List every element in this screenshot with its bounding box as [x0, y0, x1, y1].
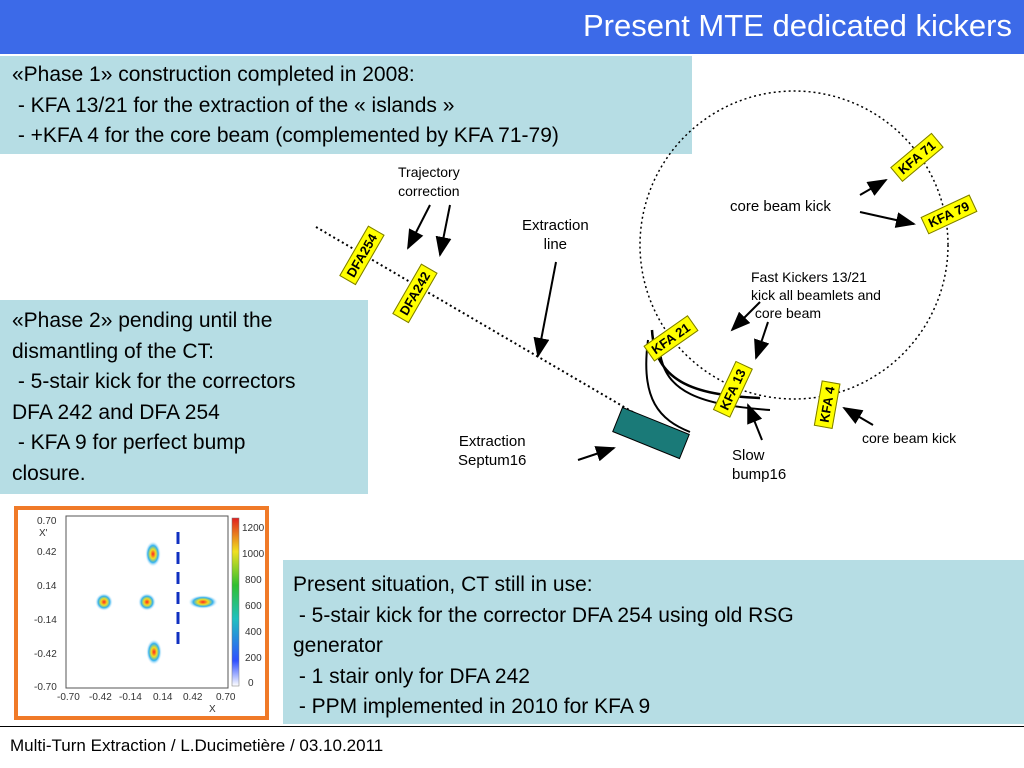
- phase2-line: closure.: [12, 461, 86, 485]
- x-tick: -0.70: [57, 692, 80, 703]
- colorbar-tick: 600: [245, 601, 262, 612]
- extraction-septum-label: Extraction Septum16: [458, 433, 527, 469]
- phase2-line: DFA 242 and DFA 254: [12, 400, 220, 424]
- phase1-line: «Phase 1» construction completed in 2008…: [12, 63, 415, 86]
- beam-trajectory-curve: [645, 339, 691, 433]
- present-line: - 1 stair only for DFA 242: [293, 664, 530, 688]
- arrow: [730, 301, 761, 332]
- phase1-line: - +KFA 4 for the core beam (complemented…: [12, 124, 559, 147]
- colorbar-tick: 400: [245, 627, 262, 638]
- y-axis-label: X': [39, 528, 48, 539]
- beamlet-left: [95, 593, 113, 611]
- slow-bump-label: Slow bump16: [732, 447, 787, 483]
- x-tick: -0.14: [119, 692, 142, 703]
- beamlet-right: [188, 595, 218, 609]
- footer-divider: [0, 726, 1024, 727]
- y-tick: 0.70: [37, 516, 57, 527]
- x-tick: 0.14: [153, 692, 173, 703]
- title-bar: Present MTE dedicated kickers: [0, 0, 1024, 54]
- phase1-box: «Phase 1» construction completed in 2008…: [0, 56, 692, 154]
- colorbar-tick: 800: [245, 575, 262, 586]
- core-beam: [138, 593, 156, 611]
- arrow: [577, 446, 616, 462]
- x-tick: 0.70: [216, 692, 236, 703]
- fast-kickers-label: Fast Kickers 13/21 kick all beamlets and…: [751, 269, 881, 321]
- phase1-line: - KFA 13/21 for the extraction of the « …: [12, 93, 455, 117]
- colorbar-tick: 0: [248, 678, 254, 689]
- colorbar-tick: 1000: [242, 549, 265, 560]
- arrow: [859, 211, 916, 228]
- beamlet-top: [145, 541, 161, 567]
- phase2-line: «Phase 2» pending until the: [12, 309, 273, 332]
- slide-title: Present MTE dedicated kickers: [582, 8, 1012, 43]
- core-beam-kick-label: core beam kick: [730, 198, 831, 215]
- ring-circle: [639, 90, 949, 400]
- y-tick: -0.14: [34, 615, 57, 626]
- phase2-line: dismantling of the CT:: [12, 339, 214, 363]
- arrow: [533, 261, 557, 358]
- arrow: [435, 204, 452, 257]
- y-tick: -0.70: [34, 682, 57, 693]
- y-tick: 0.14: [37, 581, 57, 592]
- phase-space-plot-area: [65, 515, 240, 689]
- trajectory-correction-label: Trajectory correction: [398, 164, 460, 199]
- colorbar-tick: 200: [245, 653, 262, 664]
- footer-text: Multi-Turn Extraction / L.Ducimetière / …: [10, 736, 384, 755]
- phase2-line: - KFA 9 for perfect bump: [12, 431, 246, 454]
- arrow: [747, 403, 763, 441]
- arrow: [407, 204, 431, 250]
- arrow: [859, 179, 888, 196]
- colorbar-tick: 1200: [242, 523, 265, 534]
- arrow: [842, 406, 874, 426]
- x-axis-label: X: [209, 704, 216, 715]
- phase-space-plot: 0.70 X' 0.42 0.14 -0.14 -0.42 -0.70 -0.7…: [14, 506, 269, 720]
- beamlet-bottom: [146, 639, 162, 665]
- extraction-line-label: Extraction line: [522, 217, 589, 253]
- present-line: - PPM implemented in 2010 for KFA 9: [293, 695, 651, 718]
- present-situation-box: Present situation, CT still in use: - 5-…: [283, 560, 1024, 724]
- x-tick: 0.42: [183, 692, 203, 703]
- extraction-septum: [612, 406, 690, 460]
- present-line: Present situation, CT still in use:: [293, 573, 593, 596]
- x-tick: -0.42: [89, 692, 112, 703]
- arrow: [754, 321, 770, 360]
- colorbar: [231, 517, 240, 687]
- beam-trajectory-curve: [659, 351, 771, 411]
- core-beam-kick-label: core beam kick: [862, 430, 957, 446]
- present-line: - 5-stair kick for the corrector DFA 254…: [293, 603, 794, 627]
- extraction-dotted-line: [315, 226, 661, 429]
- y-tick: -0.42: [34, 649, 57, 660]
- present-line: generator: [293, 634, 383, 657]
- y-tick: 0.42: [37, 547, 57, 558]
- phase2-box: «Phase 2» pending until the dismantling …: [0, 300, 368, 494]
- phase2-line: - 5-stair kick for the correctors: [12, 370, 296, 393]
